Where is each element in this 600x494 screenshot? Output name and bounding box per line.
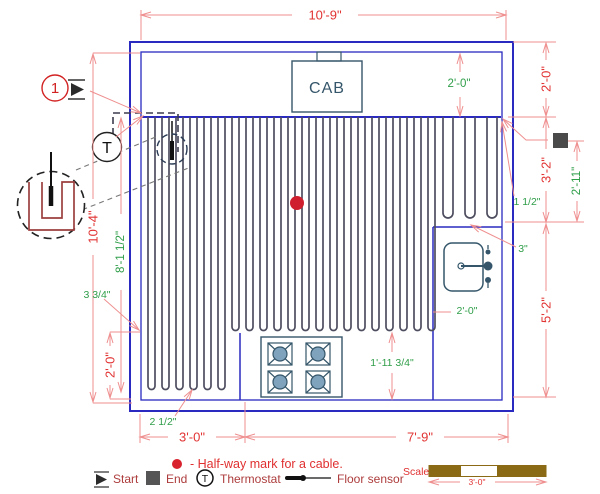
- dim-left-cable-zone: 8'-1 1/2": [115, 231, 127, 273]
- dim-l20-ticks: [110, 331, 140, 400]
- halfway-mark-dot: [290, 196, 304, 210]
- dim-top-ext: [140, 10, 507, 40]
- dim-right-end-drop: 2'-11": [571, 167, 583, 195]
- dim-left-lower: 2'-0": [103, 352, 118, 378]
- cabinet-box: [291, 60, 363, 113]
- stove-outline: [260, 336, 343, 398]
- sensor-conduit-detail: [28, 181, 75, 231]
- dim-l104-ticks: [93, 52, 140, 404]
- cable-left-section: [147, 117, 226, 391]
- dimensions: 10'-9" 2'-0" 2'-0" 3'-2" 2'-11" 1 1/2" 3…: [83, 8, 584, 445]
- legend-floor-sensor-icon: [285, 475, 331, 481]
- end-leader: [501, 117, 548, 141]
- cable-right-section: [442, 117, 498, 219]
- fixtures: CAB: [239, 51, 502, 400]
- thermostat-symbol-text: T: [102, 140, 112, 157]
- scale-length: 3'-0": [469, 477, 486, 487]
- dim-sink-counter: 2'-0": [457, 305, 478, 317]
- faucet-handle-ring: [457, 262, 465, 270]
- callout-number: 1: [51, 80, 59, 97]
- burner-3: [267, 370, 293, 394]
- dim-right-bend-gap: 3": [518, 243, 528, 255]
- legend-thermostat-icon: [196, 469, 214, 487]
- legend: - Half-way mark for a cable. Start End T…: [94, 457, 404, 488]
- end-marker: [553, 133, 568, 148]
- stove: [260, 336, 343, 398]
- dim-spacing-leader: [174, 388, 193, 417]
- dim-right-edge-gap: 1 1/2": [513, 196, 540, 208]
- dim-cable-spacing: 2 1/2": [149, 416, 176, 428]
- legend-end-label: End: [166, 472, 187, 486]
- thermostat-wiring-box: [112, 112, 179, 152]
- outer-wall: [129, 41, 514, 412]
- detail-leader-lines: [73, 135, 192, 214]
- dim-right-lower: 5'-2": [539, 297, 554, 323]
- dim-l334-leader: [103, 298, 141, 332]
- burner-1: [267, 342, 293, 366]
- legend-thermostat-symbol: T: [202, 473, 209, 485]
- cabinet-tab: [316, 51, 342, 62]
- dim-cab-depth: 2'-0": [448, 78, 471, 90]
- legend-halfway-note: - Half-way mark for a cable.: [190, 457, 343, 471]
- scale-bar-right-segment: [497, 465, 546, 477]
- dim-bottom-left: 3'-0": [179, 430, 205, 445]
- burner-2: [305, 342, 331, 366]
- floor-sensor-circle: [156, 133, 188, 165]
- dim-r-gap2-leader: [469, 224, 517, 248]
- dim-r-gap1-leader: [500, 120, 515, 197]
- callout-circle: [41, 74, 69, 102]
- burner-4: [305, 370, 331, 394]
- dim-right-cable-zone: 3'-2": [539, 157, 554, 183]
- dim-bottom-right: 7'-9": [407, 430, 433, 445]
- counter-edges: [239, 226, 502, 400]
- dim-right-wall-to-cable: 2'-0": [539, 66, 554, 92]
- scale-bar-left-segment: [429, 465, 461, 477]
- start-leader: [89, 90, 143, 114]
- callouts: T 1: [16, 74, 568, 240]
- cabinet-label: CAB: [309, 80, 345, 97]
- scale-label: Scale: [403, 466, 429, 478]
- sink: [443, 242, 493, 292]
- cable-middle-section: [231, 117, 436, 332]
- legend-start-marker: [94, 471, 109, 488]
- legend-floor-sensor-label: Floor sensor: [337, 472, 404, 486]
- start-marker: [68, 79, 85, 100]
- faucet-bottom: [485, 277, 491, 283]
- legend-thermostat-label: Thermostat: [220, 472, 281, 486]
- legend-start-label: Start: [113, 472, 139, 486]
- dim-stove-clearance: 1'-11 3/4": [370, 357, 414, 369]
- heating-cable: [140, 116, 501, 391]
- dim-top-width: 10'-9": [308, 8, 342, 23]
- faucet-base: [483, 261, 493, 271]
- legend-end-marker: [146, 471, 160, 485]
- scale-bar: Scale 3'-0": [403, 465, 548, 487]
- legend-halfway-dot: [172, 459, 182, 469]
- dim-left-bottom-gap: 3 3/4": [83, 289, 110, 301]
- faucet-top: [485, 249, 491, 255]
- dim-left-room-height: 10'-4": [86, 210, 101, 244]
